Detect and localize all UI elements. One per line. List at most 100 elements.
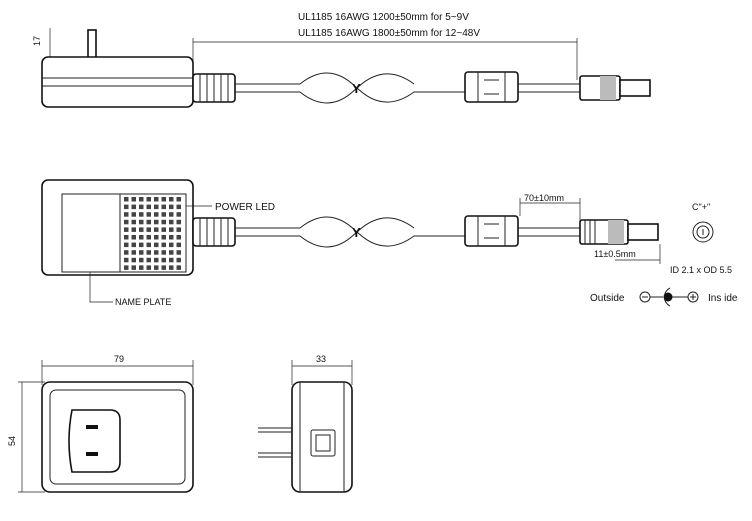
- vent-hole: [169, 212, 174, 217]
- vent-hole: [139, 235, 144, 240]
- dim-ferrite-to-plug: 70±10mm: [524, 193, 564, 203]
- vent-hole: [139, 204, 144, 210]
- vent-hole: [176, 242, 181, 248]
- vent-hole: [146, 265, 151, 270]
- vent-hole: [139, 219, 144, 225]
- vent-hole: [124, 219, 129, 225]
- vent-hole: [131, 227, 136, 232]
- vent-hole: [161, 257, 166, 263]
- top-view: UL1185 16AWG 1200±50mm for 5~9V UL1185 1…: [32, 12, 651, 108]
- name-plate-label: NAME PLATE: [115, 297, 171, 307]
- cable-marker: Y: [352, 81, 361, 96]
- vent-hole: [131, 197, 136, 202]
- name-plate-area: [61, 193, 187, 273]
- dim-width: 79: [114, 354, 124, 364]
- vent-hole: [146, 219, 151, 225]
- plug-prong: [87, 29, 97, 59]
- vent-hole: [154, 219, 159, 225]
- vent-hole: [124, 235, 129, 240]
- vent-hole: [131, 235, 136, 240]
- vent-hole: [169, 257, 174, 263]
- power-led-label: POWER LED: [215, 202, 275, 213]
- vent-hole: [154, 257, 159, 263]
- polarity-outside: Outside: [590, 293, 625, 304]
- dim-height: 54: [7, 436, 17, 446]
- vent-hole: [131, 204, 136, 210]
- vent-hole: [124, 250, 129, 255]
- vent-hole: [169, 204, 174, 210]
- cable-marker-2: Y: [352, 225, 361, 240]
- vent-hole: [139, 250, 144, 255]
- polarity-symbol: [639, 287, 699, 307]
- bottom-views: 79 54 33: [7, 354, 353, 493]
- vent-hole: [146, 204, 151, 210]
- vent-hole: [154, 242, 159, 248]
- vent-hole: [161, 235, 166, 240]
- vent-hole: [124, 204, 129, 210]
- adapter-body-top: [41, 56, 194, 108]
- vent-hole: [131, 212, 136, 217]
- cable-spec-1: UL1185 16AWG 1200±50mm for 5~9V: [298, 12, 469, 23]
- vent-hole: [139, 197, 144, 202]
- ferrite-core-2: [464, 215, 519, 247]
- vent-hole: [146, 197, 151, 202]
- vent-hole: [154, 235, 159, 240]
- dim-plug-height: 17: [32, 36, 42, 46]
- cable-spec-2: UL1185 16AWG 1800±50mm for 12~48V: [298, 28, 480, 39]
- vent-hole: [139, 242, 144, 248]
- plug-face-label: C"+": [692, 202, 710, 212]
- dim-depth: 33: [316, 354, 326, 364]
- vent-hole: [146, 235, 151, 240]
- vent-hole: [131, 250, 136, 255]
- ferrite-core: [464, 71, 519, 103]
- vent-hole: [154, 250, 159, 255]
- vent-hole: [146, 242, 151, 248]
- vent-hole: [124, 257, 129, 263]
- vent-hole: [161, 242, 166, 248]
- vent-hole: [161, 197, 166, 202]
- vent-hole: [176, 235, 181, 240]
- dc-plug-tip-2: [627, 223, 659, 241]
- plug-face: [692, 221, 714, 243]
- vent-hole: [169, 219, 174, 225]
- vent-hole: [161, 212, 166, 217]
- vent-hole: [154, 265, 159, 270]
- vent-hole: [131, 242, 136, 248]
- vent-hole: [176, 219, 181, 225]
- ac-socket: [68, 409, 121, 473]
- vent-hole: [131, 219, 136, 225]
- vent-hole: [176, 227, 181, 232]
- vent-hole: [146, 250, 151, 255]
- plug-size: ID 2.1 x OD 5.5: [670, 265, 732, 275]
- vent-hole: [169, 235, 174, 240]
- vent-hole: [139, 265, 144, 270]
- vent-grid: [124, 197, 181, 270]
- middle-view: POWER LED NAME PLATE Y 70±10mm 11±0.5mm …: [41, 179, 738, 307]
- vent-hole: [124, 265, 129, 270]
- vent-hole: [124, 212, 129, 217]
- polarity-inside: Ins ide: [708, 293, 738, 304]
- vent-hole: [169, 265, 174, 270]
- vent-hole: [161, 227, 166, 232]
- adapter-body-side: [291, 381, 353, 493]
- dim-plug-length: 11±0.5mm: [594, 249, 636, 259]
- dc-plug-tip: [619, 79, 651, 97]
- vent-hole: [139, 257, 144, 263]
- vent-hole: [169, 250, 174, 255]
- vent-hole: [146, 212, 151, 217]
- vent-hole: [161, 265, 166, 270]
- vent-hole: [161, 250, 166, 255]
- vent-hole: [154, 227, 159, 232]
- vent-hole: [131, 257, 136, 263]
- vent-hole: [176, 250, 181, 255]
- vent-hole: [124, 197, 129, 202]
- vent-hole: [176, 204, 181, 210]
- vent-hole: [154, 197, 159, 202]
- vent-hole: [139, 212, 144, 217]
- cable-port: [310, 429, 336, 457]
- vent-hole: [124, 242, 129, 248]
- vent-hole: [146, 257, 151, 263]
- vent-hole: [176, 212, 181, 217]
- vent-hole: [124, 227, 129, 232]
